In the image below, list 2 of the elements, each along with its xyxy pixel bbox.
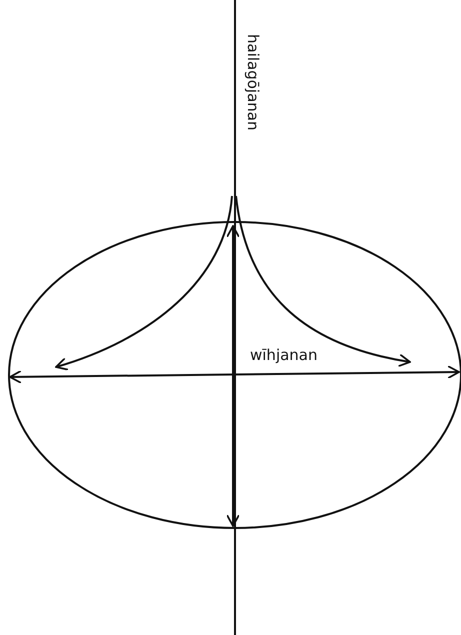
axis-label: hailagōjanan <box>245 34 260 130</box>
dimension-label: wīhjanan <box>250 348 318 363</box>
